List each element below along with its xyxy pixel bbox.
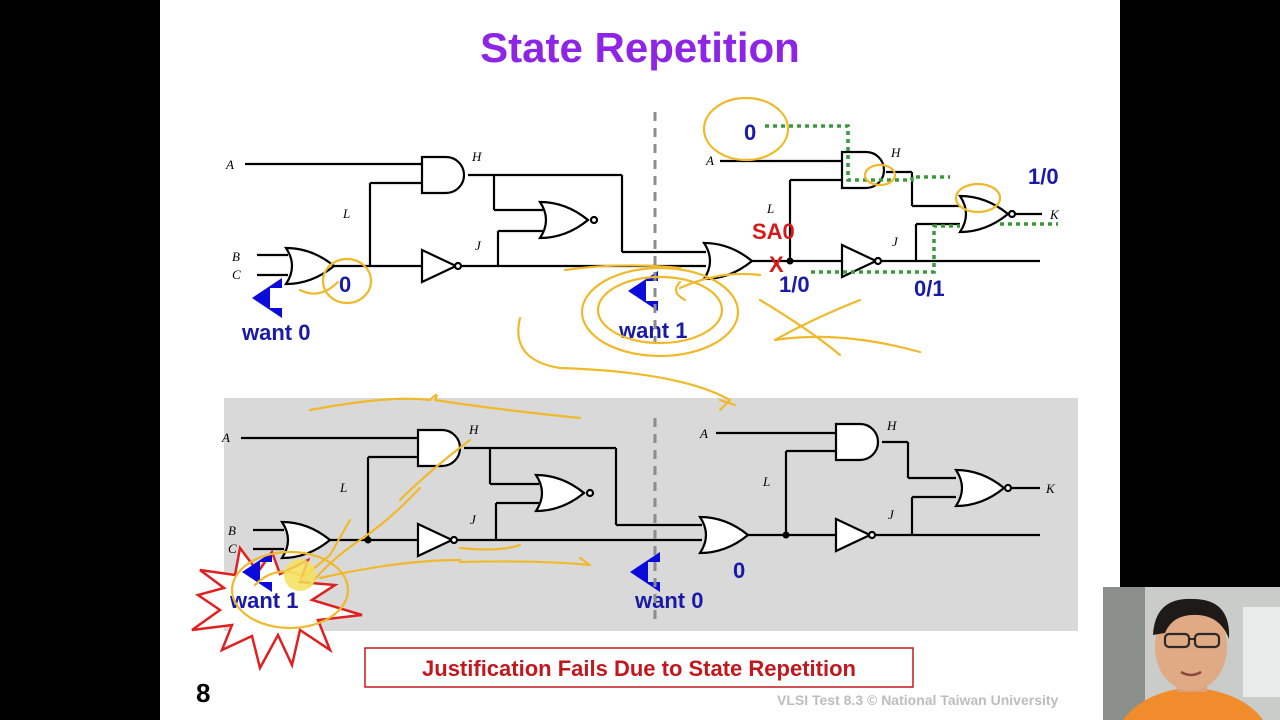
top-left-label-c: C <box>232 267 241 282</box>
top-right-label-a: A <box>705 153 714 168</box>
top-right-value-a: 0 <box>744 120 756 145</box>
conclusion-banner: Justification Fails Due to State Repetit… <box>422 656 856 681</box>
top-left-label-b: B <box>232 249 240 264</box>
bottom-right-label-h: H <box>886 418 897 433</box>
top-right-value-j: 0/1 <box>914 276 945 301</box>
slide: State Repetition A H L J B C 0 want 0 <box>160 0 1120 720</box>
bottom-right-label-a: A <box>699 426 708 441</box>
bottom-left-label-a: A <box>221 430 230 445</box>
conclusion-banner-box <box>364 647 914 688</box>
top-right-circuit: A H L J K 0 1/0 SA0 X 1/0 0/1 want 1 <box>618 120 1060 343</box>
bottom-left-label-l: L <box>339 480 347 495</box>
top-right-label-l: L <box>766 201 774 216</box>
top-left-value-or: 0 <box>339 272 351 297</box>
top-left-circuit: A H L J B C 0 want 0 <box>225 149 706 345</box>
circuit-diagram: State Repetition A H L J B C 0 want 0 <box>191 24 1078 708</box>
bottom-right-label-j: J <box>888 507 895 522</box>
bottom-right-value-or: 0 <box>733 558 745 583</box>
top-left-want-label: want 0 <box>241 320 310 345</box>
top-right-label-j: J <box>892 234 899 249</box>
fault-label: SA0 <box>752 219 795 244</box>
bottom-left-label-b: B <box>228 523 236 538</box>
bottom-left-label-h: H <box>468 422 479 437</box>
bottom-right-label-l: L <box>762 474 770 489</box>
presenter-avatar <box>1103 587 1280 720</box>
top-right-label-h: H <box>890 145 901 160</box>
bottom-panel <box>224 398 1078 631</box>
top-left-label-a: A <box>225 157 234 172</box>
bottom-left-label-c: C <box>228 541 237 556</box>
slide-title: State Repetition <box>480 24 800 71</box>
top-right-value-l: 1/0 <box>779 272 810 297</box>
bottom-left-label-j: J <box>470 512 477 527</box>
top-left-label-j: J <box>475 238 482 253</box>
slide-footer: VLSI Test 8.3 © National Taiwan Universi… <box>777 692 1059 708</box>
top-left-want-arrow <box>252 278 282 318</box>
presenter-webcam <box>1103 587 1280 720</box>
bottom-left-circuit: A H L J B C <box>221 422 702 560</box>
page-number: 8 <box>196 678 210 708</box>
fault-mark: X <box>769 252 784 277</box>
top-left-label-l: L <box>342 206 350 221</box>
bottom-right-circuit: A H L J K 0 want 0 <box>630 418 1056 613</box>
bottom-mid-want-label: want 0 <box>634 588 703 613</box>
top-left-label-h: H <box>471 149 482 164</box>
top-right-label-k: K <box>1049 207 1060 222</box>
bottom-right-label-k: K <box>1045 481 1056 496</box>
top-right-value-k: 1/0 <box>1028 164 1059 189</box>
pen-annotations <box>230 96 1002 630</box>
